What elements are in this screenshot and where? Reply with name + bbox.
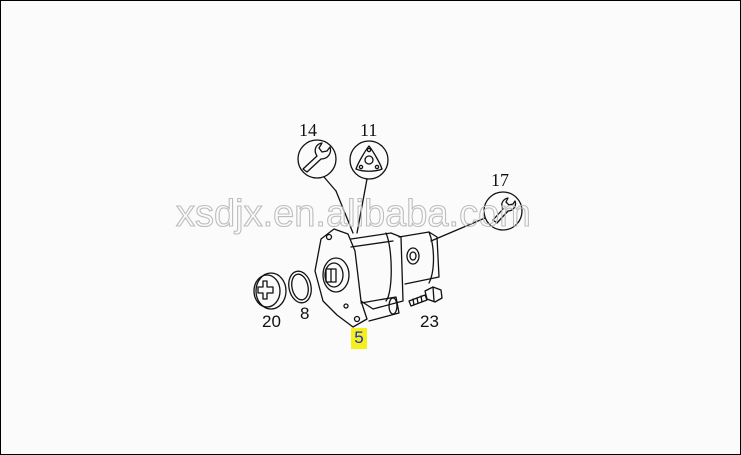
callout-label-8: 8: [300, 304, 310, 323]
cap-part: [253, 272, 287, 310]
callout-label-11: 11: [360, 120, 378, 140]
highlighted-part-label-5[interactable]: 5: [351, 328, 367, 349]
wrench-icon: [297, 139, 337, 192]
callout-label-17: 17: [491, 170, 509, 190]
pump-body: [314, 228, 440, 328]
triangle-bolt-pattern-icon: [335, 140, 389, 234]
wrench-icon: [430, 191, 523, 242]
o-ring-part: [288, 270, 312, 304]
bolt-part: [408, 286, 443, 307]
callout-label-20: 20: [262, 312, 281, 331]
callout-label-23: 23: [420, 312, 439, 331]
callout-label-14: 14: [299, 120, 317, 140]
